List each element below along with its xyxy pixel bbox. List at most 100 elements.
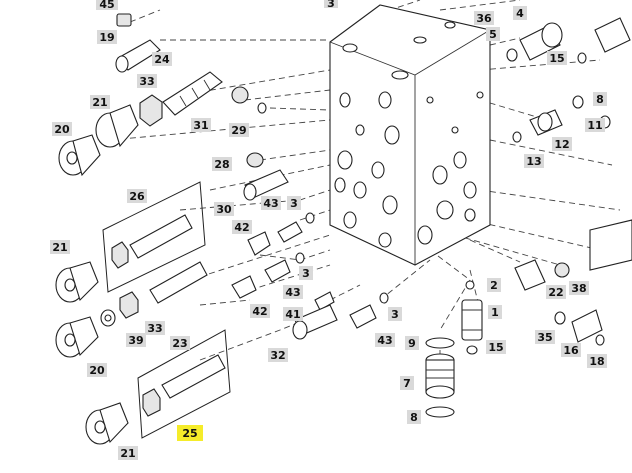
part-22-plug: [514, 259, 546, 291]
part-13-seal: [512, 131, 522, 143]
label-9[interactable]: 9: [405, 336, 419, 350]
label-32[interactable]: 32: [268, 348, 288, 362]
label-42[interactable]: 42: [232, 220, 252, 234]
label-7[interactable]: 7: [400, 376, 414, 390]
label-4[interactable]: 4: [513, 6, 527, 20]
part-11-seal: [572, 95, 584, 109]
label-15[interactable]: 15: [547, 51, 567, 65]
label-19[interactable]: 19: [97, 30, 117, 44]
label-25[interactable]: 25: [177, 425, 203, 441]
svg-text:8: 8: [410, 411, 418, 424]
svg-text:42: 42: [252, 305, 267, 318]
svg-text:13: 13: [526, 155, 541, 168]
svg-text:1: 1: [491, 306, 499, 319]
label-18[interactable]: 18: [587, 354, 607, 368]
label-1[interactable]: 1: [488, 305, 502, 319]
label-3[interactable]: 3: [388, 307, 402, 321]
label-20[interactable]: 20: [52, 122, 72, 136]
label-3[interactable]: 3: [324, 0, 338, 10]
label-45[interactable]: 45: [96, 0, 118, 11]
part-labels: 45 19 33 24 21 20 31 29 28 26 30 43 3 42…: [50, 0, 607, 460]
label-15[interactable]: 15: [486, 340, 506, 354]
part-28-plug: [246, 152, 264, 168]
label-36[interactable]: 36: [474, 11, 494, 25]
part-16-valve: [571, 309, 603, 343]
label-39[interactable]: 39: [126, 333, 146, 347]
label-13[interactable]: 13: [524, 154, 544, 168]
label-12[interactable]: 12: [552, 137, 572, 151]
label-8[interactable]: 8: [407, 410, 421, 424]
label-22[interactable]: 22: [546, 285, 566, 299]
svg-text:26: 26: [129, 190, 145, 203]
label-16[interactable]: 16: [561, 343, 581, 357]
label-24[interactable]: 24: [152, 52, 172, 66]
part-33-nut-top: [139, 94, 163, 127]
svg-text:28: 28: [214, 158, 229, 171]
part-24-cartridge: [162, 71, 223, 116]
label-26[interactable]: 26: [127, 189, 147, 203]
label-28[interactable]: 28: [212, 157, 232, 171]
label-31[interactable]: 31: [191, 118, 211, 132]
svg-text:31: 31: [193, 119, 208, 132]
label-20[interactable]: 20: [87, 363, 107, 377]
svg-text:4: 4: [516, 7, 524, 20]
label-43[interactable]: 43: [283, 285, 303, 299]
label-11[interactable]: 11: [585, 118, 605, 132]
label-30[interactable]: 30: [214, 202, 234, 216]
part-solenoid-right: [589, 219, 632, 271]
part-42-solenoid-a: [247, 231, 271, 256]
part-43-fitting-a: [277, 221, 303, 243]
svg-text:22: 22: [548, 286, 563, 299]
svg-text:30: 30: [216, 203, 232, 216]
part-2-seal: [465, 280, 475, 290]
svg-text:20: 20: [89, 364, 105, 377]
label-38[interactable]: 38: [569, 281, 589, 295]
part-35-seal: [554, 311, 566, 325]
svg-text:8: 8: [596, 93, 604, 106]
svg-text:23: 23: [172, 337, 187, 350]
label-41[interactable]: 41: [283, 307, 303, 321]
svg-text:19: 19: [99, 31, 114, 44]
label-3[interactable]: 3: [299, 266, 313, 280]
svg-text:21: 21: [52, 241, 67, 254]
label-43[interactable]: 43: [261, 196, 281, 210]
label-35[interactable]: 35: [535, 330, 555, 344]
label-33[interactable]: 33: [145, 321, 165, 335]
part-4-valve: [519, 22, 563, 61]
label-5[interactable]: 5: [486, 27, 500, 41]
svg-text:36: 36: [476, 12, 492, 25]
label-33[interactable]: 33: [137, 74, 157, 88]
part-8-seal-bottom: [425, 406, 455, 418]
label-21[interactable]: 21: [90, 95, 110, 109]
part-25-frame: [137, 329, 231, 439]
label-21[interactable]: 21: [50, 240, 70, 254]
manifold-block: [329, 4, 491, 266]
label-2[interactable]: 2: [487, 278, 501, 292]
label-23[interactable]: 23: [170, 336, 190, 350]
label-21[interactable]: 21: [118, 446, 138, 460]
part-38-plug: [554, 262, 570, 278]
label-42[interactable]: 42: [250, 304, 270, 318]
part-21-coil-mid: [55, 261, 99, 303]
svg-text:3: 3: [327, 0, 335, 10]
svg-text:35: 35: [537, 331, 552, 344]
part-20-coil-mid: [55, 316, 99, 358]
svg-text:29: 29: [231, 124, 246, 137]
svg-text:43: 43: [285, 286, 300, 299]
label-43[interactable]: 43: [375, 333, 395, 347]
part-23-cartridge: [119, 261, 208, 319]
label-29[interactable]: 29: [229, 123, 249, 137]
part-30-valve: [243, 169, 289, 201]
svg-text:21: 21: [120, 447, 135, 460]
part-39-washer: [100, 309, 116, 327]
part-15-seal-top: [577, 52, 587, 64]
part-43-fitting-c: [349, 304, 377, 329]
label-3[interactable]: 3: [287, 196, 301, 210]
part-3-seal-a: [305, 212, 315, 224]
svg-text:11: 11: [587, 119, 602, 132]
part-21-coil-bottom: [85, 402, 129, 445]
svg-text:21: 21: [92, 96, 107, 109]
label-8[interactable]: 8: [593, 92, 607, 106]
svg-text:16: 16: [563, 344, 579, 357]
